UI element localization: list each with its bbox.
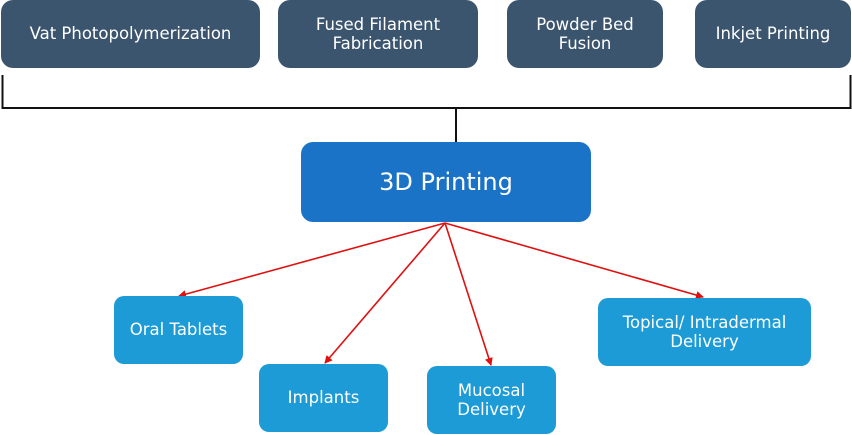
method-vat-photopolymerization: Vat Photopolymerization: [1, 0, 260, 68]
method-powder-bed-fusion: Powder Bed Fusion: [507, 0, 663, 68]
method-label: Inkjet Printing: [715, 24, 831, 44]
application-label: Implants: [287, 388, 360, 408]
core-label: 3D Printing: [379, 167, 513, 196]
arrow-to-oral-tablets: [178, 222, 446, 299]
application-label: Oral Tablets: [129, 320, 228, 340]
application-topical-intradermal-delivery: Topical/ Intradermal Delivery: [598, 298, 811, 366]
application-implants: Implants: [259, 364, 388, 432]
method-label: Powder Bed Fusion: [536, 14, 634, 53]
arrow-to-topical-delivery: [444, 222, 704, 299]
method-label: Fused Filament Fabrication: [315, 14, 441, 53]
application-mucosal-delivery: Mucosal Delivery: [427, 366, 556, 434]
method-label: Vat Photopolymerization: [29, 24, 232, 44]
application-label: Topical/ Intradermal Delivery: [622, 312, 787, 351]
application-oral-tablets: Oral Tablets: [114, 296, 243, 364]
core-3d-printing: 3D Printing: [301, 142, 591, 222]
arrow-to-mucosal-delivery: [444, 222, 493, 366]
method-fused-filament-fabrication: Fused Filament Fabrication: [278, 0, 478, 68]
application-label: Mucosal Delivery: [457, 380, 526, 419]
method-inkjet-printing: Inkjet Printing: [695, 0, 851, 68]
arrow-to-implants: [324, 222, 446, 364]
methods-bracket: [1, 75, 852, 109]
